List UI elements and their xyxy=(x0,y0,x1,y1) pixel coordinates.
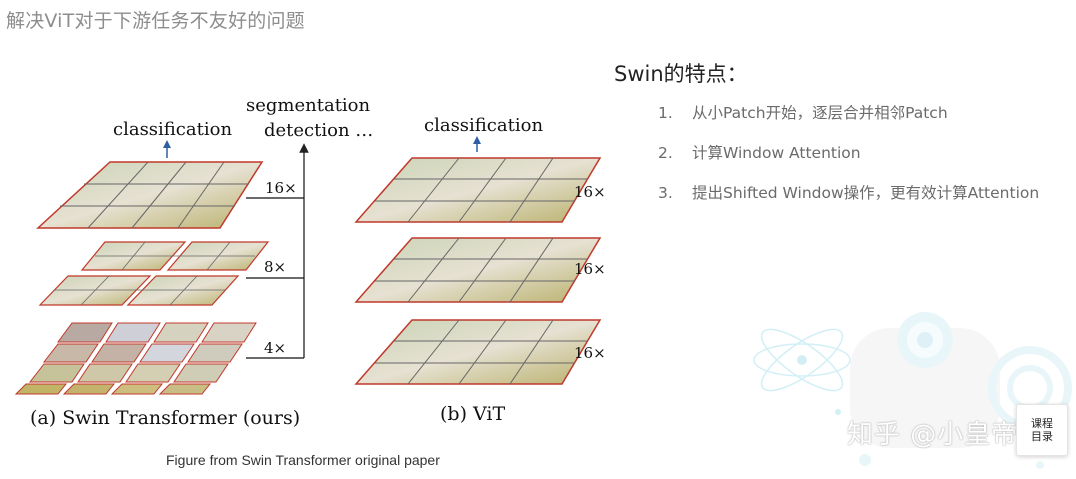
swin-layer-8x xyxy=(40,242,268,305)
swin-layer-4x xyxy=(16,323,256,394)
course-toc-button[interactable]: 课程目录 xyxy=(1016,404,1068,456)
swin-scale-16: 16× xyxy=(265,179,297,197)
feature-item-2: 2.计算Window Attention xyxy=(658,142,1039,182)
swin-layer-16x xyxy=(38,162,262,228)
vit-scale-2: 16× xyxy=(574,260,606,278)
swin-caption: (a) Swin Transformer (ours) xyxy=(30,407,300,429)
vit-caption: (b) ViT xyxy=(440,403,505,425)
vit-scale-1: 16× xyxy=(574,183,606,201)
swin-side-label-1: segmentation xyxy=(246,95,371,116)
feature-item-1: 1.从小Patch开始，逐层合并相邻Patch xyxy=(658,102,1039,142)
features-list: 1.从小Patch开始，逐层合并相邻Patch 2.计算Window Atten… xyxy=(658,102,1039,222)
feature-item-3: 3.提出Shifted Window操作，更有效计算Attention xyxy=(658,182,1039,222)
features-title: Swin的特点： xyxy=(614,58,748,88)
toc-button-label: 课程目录 xyxy=(1027,417,1057,443)
swin-vit-figure: classification segmentation detection … … xyxy=(0,80,620,440)
feature-text: 计算Window Attention xyxy=(692,144,861,162)
vit-top-label: classification xyxy=(424,115,543,136)
zhihu-watermark-text: 知乎 @小皇帝 xyxy=(847,414,1018,451)
swin-top-label: classification xyxy=(113,119,232,140)
swin-scale-4: 4× xyxy=(264,339,286,357)
vit-scale-3: 16× xyxy=(574,344,606,362)
feature-number: 1. xyxy=(658,102,692,124)
swin-side-label-2: detection … xyxy=(264,120,373,141)
swin-scale-8: 8× xyxy=(264,258,286,276)
vit-diagram: classification 16× 16× 16× (b) ViT xyxy=(356,115,606,425)
feature-text: 提出Shifted Window操作，更有效计算Attention xyxy=(692,184,1039,202)
vit-layer-2 xyxy=(356,238,600,302)
feature-number: 3. xyxy=(658,182,692,204)
vit-layer-3 xyxy=(356,320,600,384)
swin-diagram: classification segmentation detection … … xyxy=(16,95,373,429)
vit-layer-1 xyxy=(356,158,600,222)
page-title: 解决ViT对于下游任务不友好的问题 xyxy=(6,6,305,33)
figure-source-caption: Figure from Swin Transformer original pa… xyxy=(166,452,440,468)
feature-text: 从小Patch开始，逐层合并相邻Patch xyxy=(692,104,948,122)
feature-number: 2. xyxy=(658,142,692,164)
